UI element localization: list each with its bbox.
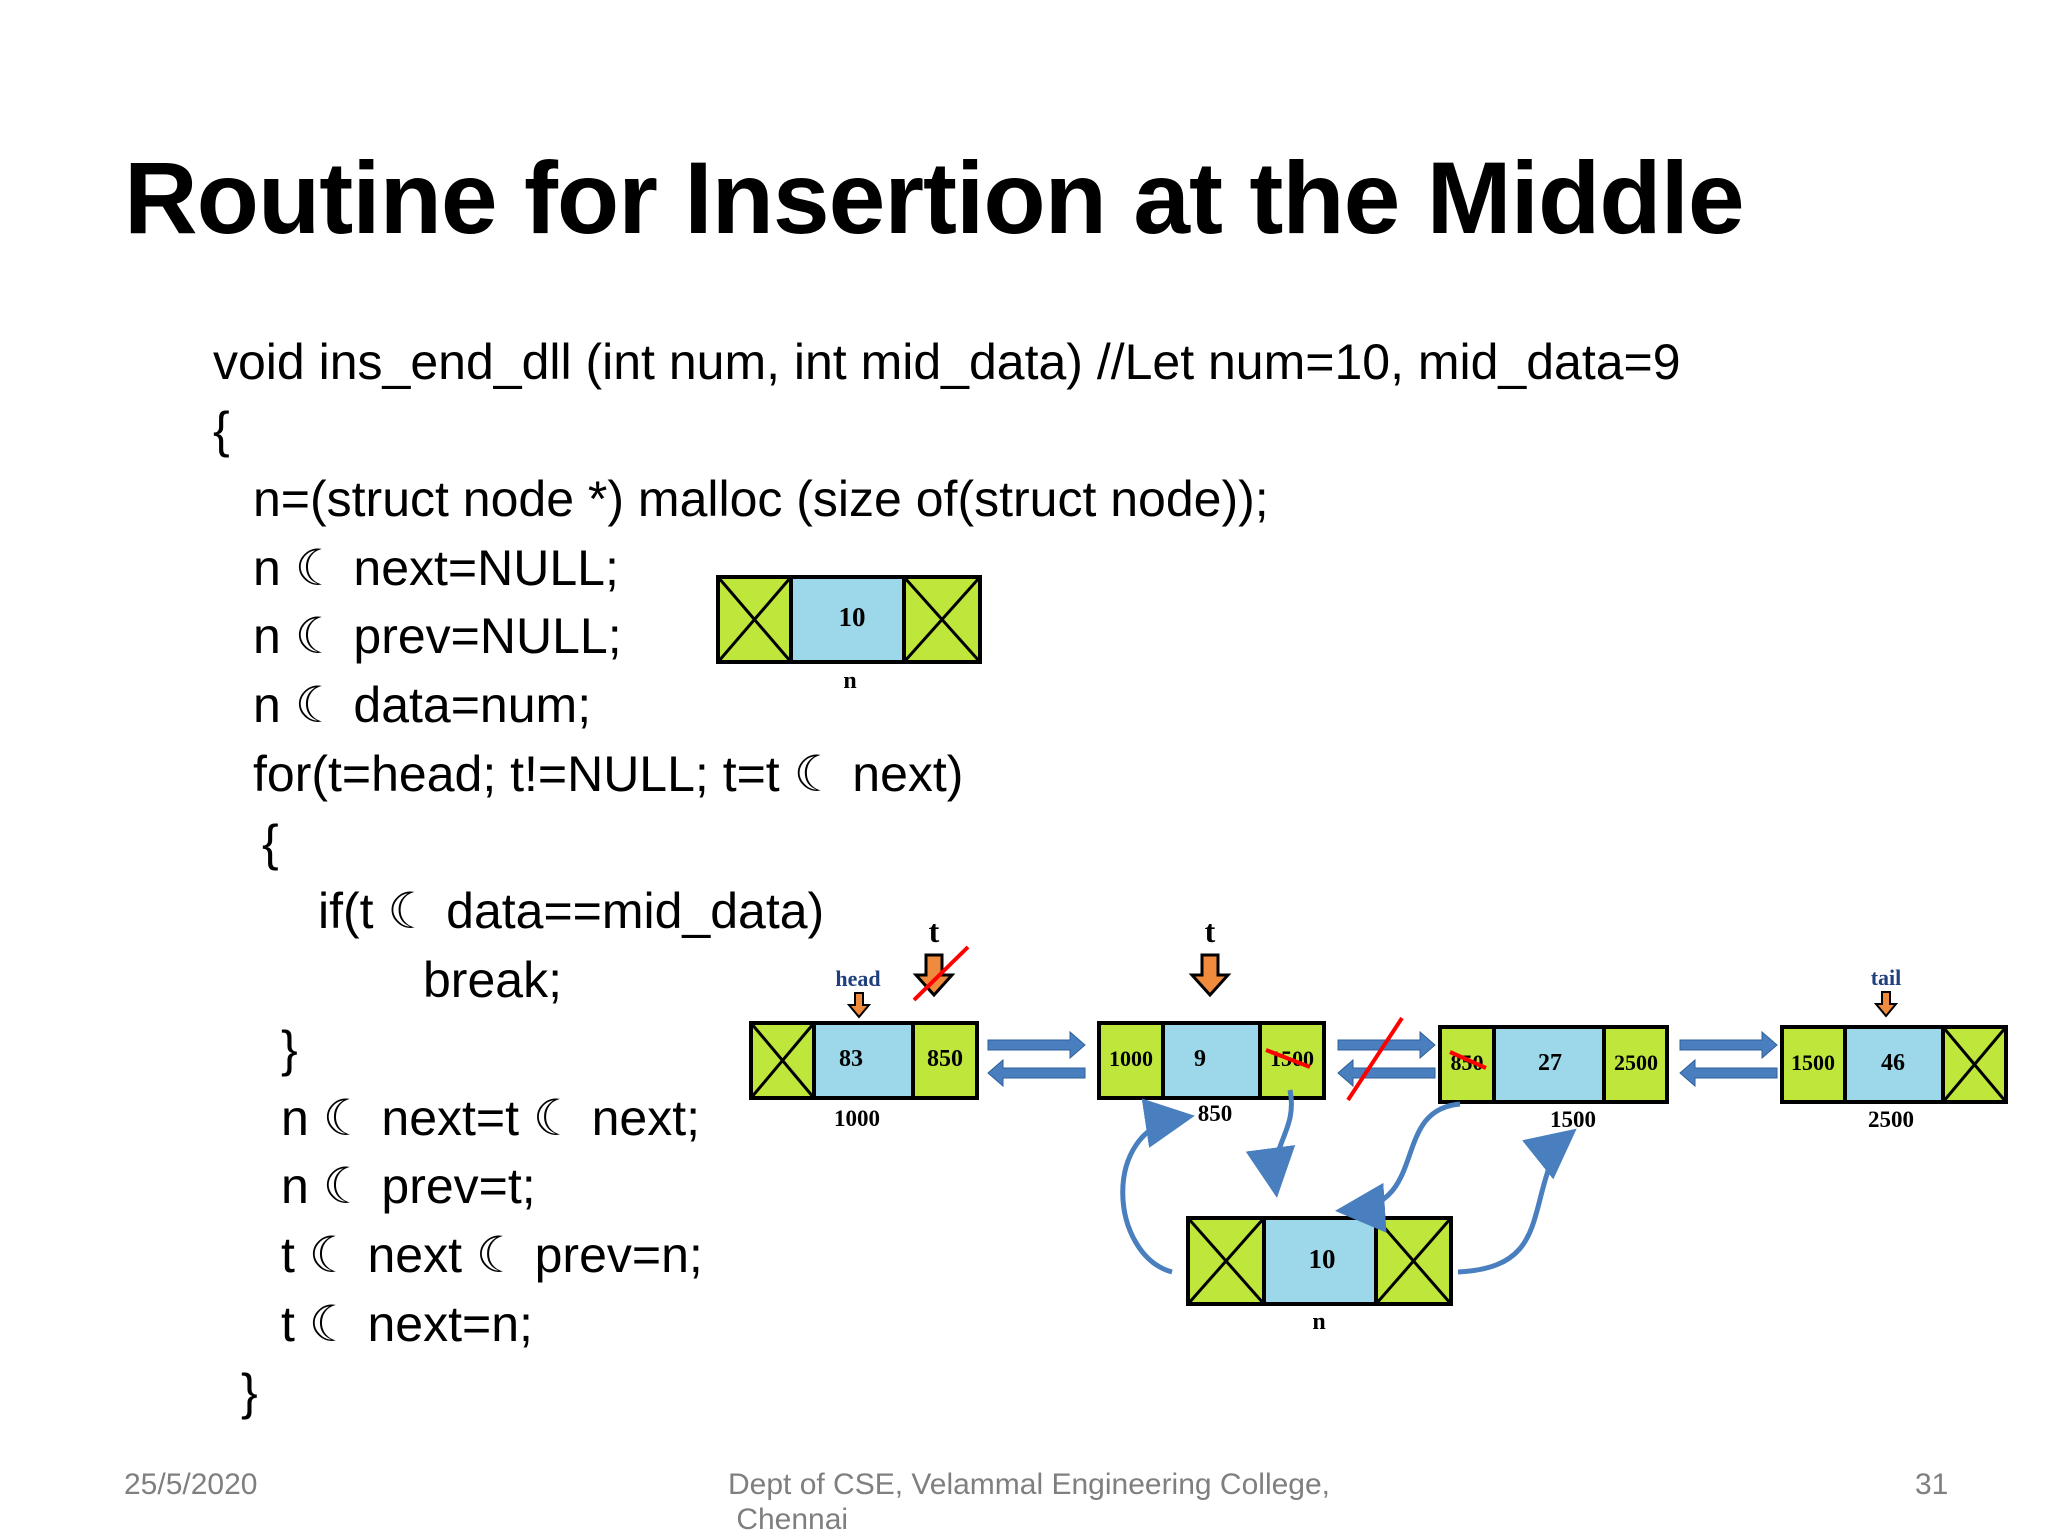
code-line-data-num: n ☾ data=num; [253, 677, 592, 733]
code-line-for: for(t=head; t!=NULL; t=t ☾ next) [253, 746, 964, 802]
node-3-data: 27 [1538, 1050, 1562, 1076]
node-4-data: 46 [1881, 1050, 1905, 1076]
node-1-address: 1000 [834, 1106, 880, 1131]
node-2-prev: 1000 [1109, 1046, 1153, 1071]
code-line-malloc: n=(struct node *) malloc (size of(struct… [253, 471, 1269, 527]
node-2-data: 9 [1194, 1046, 1206, 1072]
code-line-open-brace: { [213, 402, 230, 458]
node-1-next: 850 [927, 1046, 963, 1072]
code-line-t-next: t ☾ next=n; [281, 1296, 533, 1352]
node-4-address: 2500 [1868, 1107, 1914, 1132]
footer-page-number: 31 [1915, 1468, 1949, 1501]
strike-marks [912, 945, 1487, 1102]
pointer-t-first: t [929, 913, 940, 949]
code-line-t-next-prev: t ☾ next ☾ prev=n; [281, 1227, 703, 1283]
pointer-head: head [835, 966, 880, 991]
footer-date: 25/5/2020 [124, 1468, 258, 1501]
inserted-node-data: 10 [1309, 1244, 1336, 1274]
inserted-node: 10 n [1186, 1216, 1453, 1335]
footer-dept: Dept of CSE, Velammal Engineering Colleg… [728, 1468, 1330, 1536]
code-line-signature: void ins_end_dll (int num, int mid_data)… [213, 334, 1681, 390]
new-node-name: n [843, 668, 856, 694]
code-line-n-prev: n ☾ prev=t; [281, 1158, 536, 1214]
code-line-close-brace: } [241, 1364, 258, 1420]
code-line-for-close-brace: } [281, 1021, 298, 1077]
code-line-if: if(t ☾ data==mid_data) [318, 883, 825, 939]
node-4-prev: 1500 [1791, 1050, 1835, 1075]
pointer-tail: tail [1871, 965, 1902, 990]
code-line-n-next: n ☾ next=t ☾ next; [281, 1090, 701, 1146]
node-1-data: 83 [839, 1046, 863, 1072]
code-line-for-open-brace: { [262, 815, 279, 871]
node-2-address: 850 [1198, 1101, 1233, 1126]
list-node-3: 850 27 2500 1500 [1438, 1025, 1669, 1132]
node-3-next: 2500 [1614, 1050, 1658, 1075]
code-line-prev-null: n ☾ prev=NULL; [253, 608, 622, 664]
inserted-node-name: n [1312, 1309, 1325, 1335]
pointer-markers: t t head tail [835, 913, 1902, 1019]
node-3-address: 1500 [1550, 1107, 1596, 1132]
code-line-next-null: n ☾ next=NULL; [253, 540, 619, 596]
new-node-data: 10 [839, 602, 866, 632]
list-node-4: 1500 46 2500 [1780, 1025, 2008, 1132]
list-node-1: 83 850 1000 [749, 1021, 979, 1131]
code-line-break: break; [423, 952, 562, 1008]
pointer-t-second: t [1205, 913, 1216, 949]
new-node: 10 n [716, 575, 982, 694]
reassign-arrows [1120, 1089, 1577, 1275]
slide-title: Routine for Insertion at the Middle [124, 141, 1745, 255]
